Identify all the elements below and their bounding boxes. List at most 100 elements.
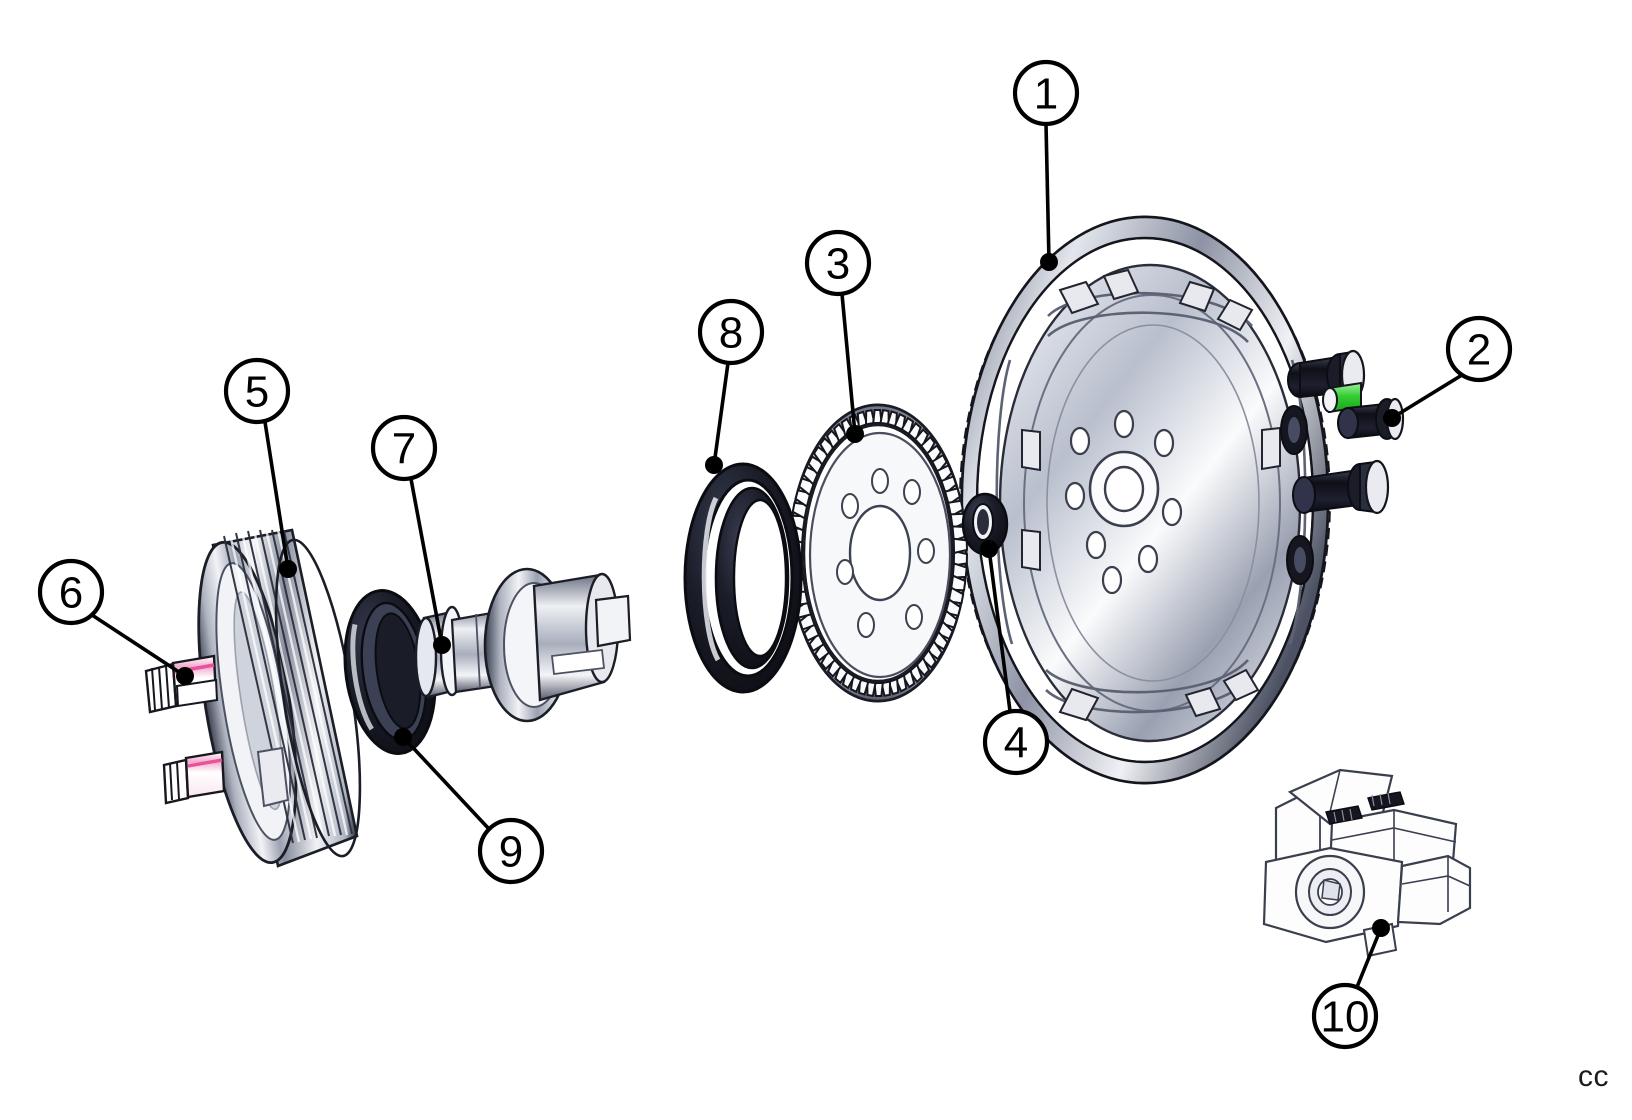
gear-tooth (925, 444, 943, 466)
gear-tooth (872, 409, 883, 425)
gear-tooth (820, 649, 837, 671)
part-crankshaft-pulley (197, 528, 362, 868)
callout-8[interactable]: 8 (697, 298, 765, 474)
flywheel-hub-bore (1103, 465, 1145, 513)
part-ring-gear (787, 403, 969, 703)
callout-bubble[interactable] (1311, 982, 1379, 1050)
gear-tooth (807, 455, 825, 476)
gear-tooth (949, 574, 967, 592)
gear-tooth (907, 421, 922, 442)
pulley-bolt-upper (144, 654, 219, 714)
gear-tooth (886, 410, 898, 428)
callout-bubble[interactable] (697, 298, 765, 366)
gear-tooth (833, 422, 848, 443)
callout-leader-line (1390, 373, 1464, 420)
callout-anchor-dot (1372, 919, 1390, 937)
callout-leader-line (987, 547, 1012, 713)
gear-tooth (914, 656, 931, 677)
gear-tooth (880, 680, 892, 697)
callout-anchor-dot (433, 636, 451, 654)
gear-tooth (856, 410, 869, 429)
callout-anchor-dot (279, 560, 297, 578)
gear-tooth (931, 630, 949, 651)
callout-anchor-dot (1040, 253, 1058, 271)
watermark-text: cc (1578, 1060, 1609, 1093)
callout-number: 1 (1034, 70, 1058, 119)
flywheel-bosses (1021, 268, 1281, 722)
callout-anchor-dot (1383, 409, 1401, 427)
callout-leader-line (401, 735, 491, 831)
callout-10[interactable]: 10 (1311, 919, 1390, 1050)
gear-tooth (803, 621, 821, 642)
gear-tooth (930, 453, 948, 475)
gear-tooth (825, 429, 842, 450)
callout-bubble[interactable] (804, 229, 872, 297)
callout-anchor-dot (705, 456, 723, 474)
gear-tooth (935, 464, 953, 485)
pulley-bolt-lower (162, 750, 226, 805)
gear-tooth (819, 436, 836, 458)
callout-1[interactable]: 1 (1012, 59, 1080, 271)
callout-6[interactable]: 6 (37, 558, 194, 685)
gear-tooth (951, 562, 968, 579)
callout-number: 8 (719, 309, 743, 358)
callout-leader-line (263, 420, 290, 571)
gear-tooth (919, 435, 936, 457)
callout-number: 4 (1004, 719, 1028, 768)
callout-bubble[interactable] (370, 414, 438, 482)
gear-tooth (947, 499, 964, 518)
gear-tooth (866, 680, 877, 698)
gear-tooth (913, 428, 930, 449)
callout-2[interactable]: 2 (1383, 315, 1513, 427)
callout-bubble[interactable] (1012, 59, 1080, 127)
part-dowel-pin (961, 492, 1009, 556)
gear-tooth (920, 648, 937, 670)
callout-bubble[interactable] (477, 817, 545, 885)
gear-tooth (873, 681, 884, 697)
callout-bubble[interactable] (37, 558, 105, 626)
callout-leader-line (90, 613, 187, 678)
callout-9[interactable]: 9 (394, 728, 545, 885)
callout-number: 9 (499, 828, 523, 877)
callout-bubble[interactable] (223, 357, 291, 425)
callout-bubble[interactable] (982, 708, 1050, 776)
ring-gear-holes (836, 468, 935, 638)
gear-tooth (812, 445, 830, 467)
pulley-hub-key (256, 746, 290, 808)
ring-gear-bore (848, 504, 912, 602)
flywheel-bolt-lower (1292, 459, 1390, 515)
gear-tooth (908, 663, 923, 684)
gear-tooth (864, 409, 876, 426)
callout-anchor-dot (394, 728, 412, 746)
callout-4[interactable]: 4 (980, 540, 1050, 776)
callout-leader-line (712, 361, 730, 467)
gear-tooth (943, 487, 961, 507)
callout-number: 7 (392, 425, 416, 474)
pulley-grooves (223, 529, 353, 844)
gear-tooth (826, 657, 843, 678)
gear-tooth (794, 489, 812, 509)
callout-layer: 1 2 3 4 5 6 7 8 9 10 (37, 59, 1513, 1050)
gear-tooth (834, 664, 849, 685)
callout-5[interactable]: 5 (223, 357, 297, 578)
gear-tooth (926, 639, 944, 661)
gear-tooth (879, 408, 890, 426)
callout-leader-line (1044, 122, 1051, 264)
callout-number: 10 (1321, 993, 1370, 1042)
gear-tooth (947, 586, 965, 605)
callout-7[interactable]: 7 (370, 414, 451, 654)
callout-bubble[interactable] (1445, 315, 1513, 383)
callout-anchor-dot (176, 667, 194, 685)
callout-leader-line (840, 292, 857, 436)
flywheel-bolt-upper (1287, 349, 1366, 414)
callout-3[interactable]: 3 (804, 229, 872, 443)
callout-number: 6 (59, 569, 83, 618)
flywheel-rim (960, 215, 1330, 785)
gear-tooth (944, 597, 962, 617)
callout-number: 5 (245, 368, 269, 417)
flywheel-bolt-middle (1337, 397, 1405, 441)
flywheel-friction-face (1046, 324, 1260, 682)
gear-tooth (940, 475, 958, 495)
